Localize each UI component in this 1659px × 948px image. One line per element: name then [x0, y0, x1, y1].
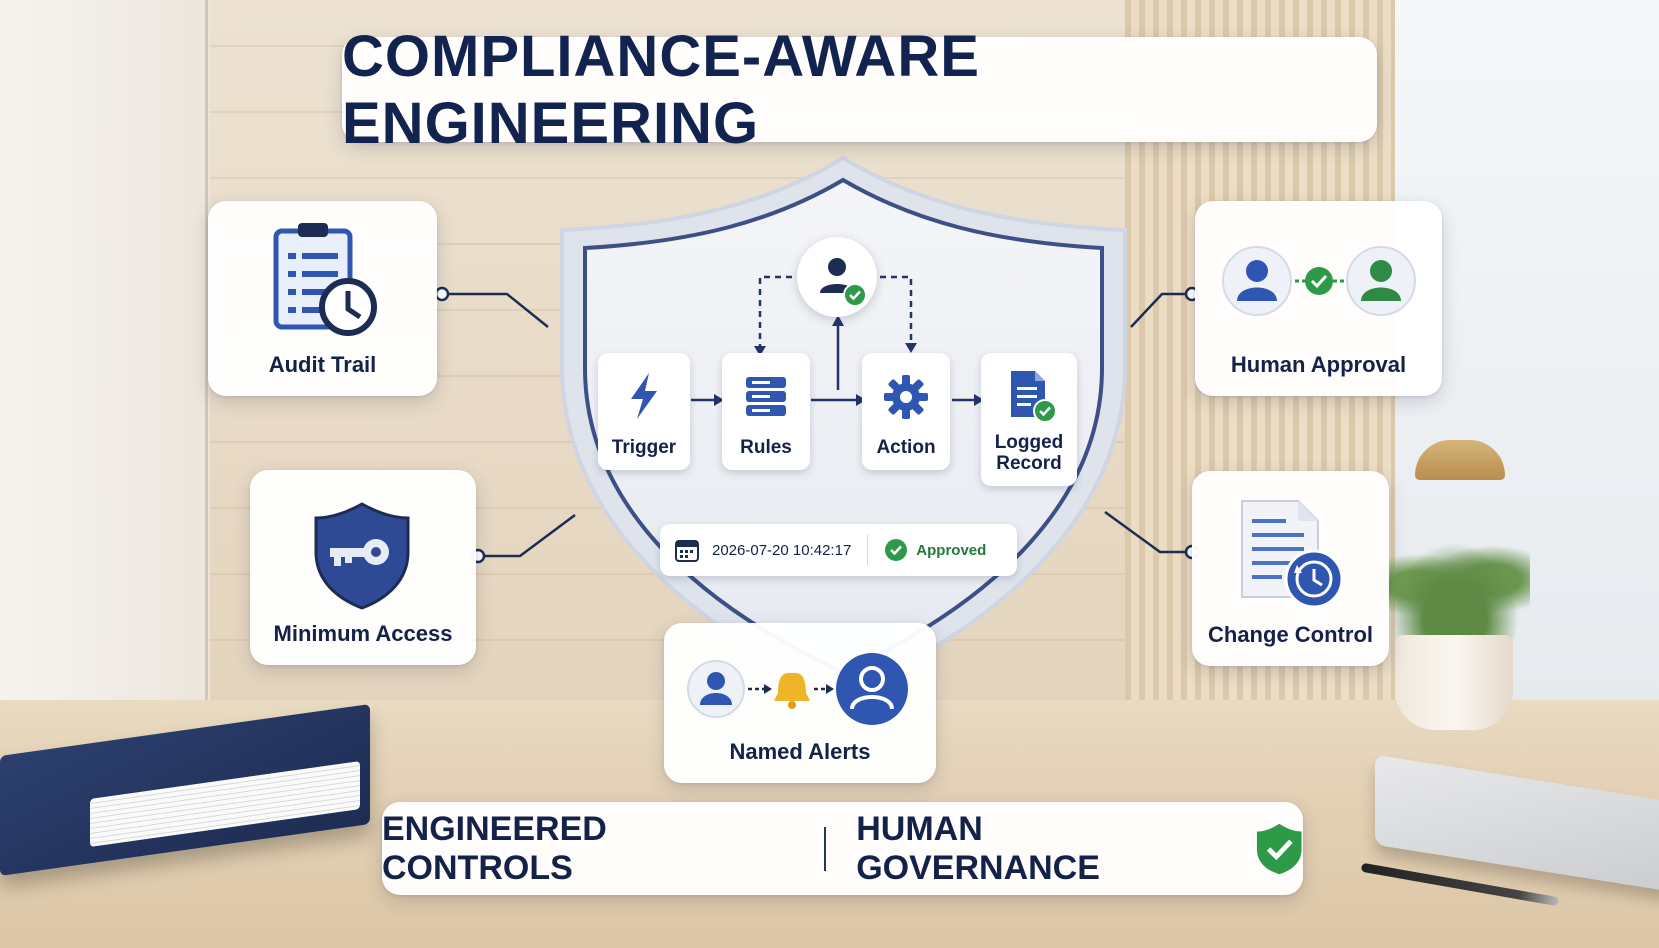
shield-check-icon — [1256, 823, 1302, 874]
approval-flow-icon — [1222, 246, 1416, 316]
bell-icon — [774, 673, 810, 701]
audit-trail-card: Audit Trail — [208, 201, 437, 396]
flow-label-logged-record: Logged Record — [994, 432, 1064, 474]
lightning-icon — [631, 373, 657, 419]
minimum-access-label: Minimum Access — [273, 621, 453, 646]
status-timestamp: 2026-07-20 10:42:17 — [712, 541, 852, 559]
status-bar: 2026-07-20 10:42:17 Approved — [660, 524, 1017, 576]
named-alerts-label: Named Alerts — [729, 739, 871, 764]
status-divider — [867, 535, 869, 565]
gear-icon — [884, 375, 928, 419]
left-wall — [0, 0, 208, 720]
server-rules-icon — [746, 377, 786, 416]
flow-label-rules: Rules — [740, 437, 792, 458]
approver-avatar — [797, 237, 877, 317]
audit-trail-label: Audit Trail — [268, 352, 377, 377]
status-state: Approved — [916, 541, 987, 559]
title-card: COMPLIANCE-AWARE ENGINEERING — [342, 24, 1377, 156]
document-check-icon — [1011, 371, 1057, 423]
footer-banner: ENGINEERED CONTROLS HUMAN GOVERNANCE — [382, 802, 1303, 895]
footer-divider — [824, 826, 827, 871]
check-icon — [843, 283, 867, 307]
calendar-icon — [675, 540, 699, 562]
shield-key-icon — [314, 502, 410, 610]
alert-flow-icon — [687, 653, 908, 725]
human-approval-label: Human Approval — [1230, 352, 1407, 377]
check-icon — [885, 539, 908, 561]
footer-right-text: HUMAN GOVERNANCE — [856, 809, 1100, 887]
plant — [1380, 530, 1530, 640]
flow-node-rules: Rules — [722, 353, 810, 470]
footer-left-text: ENGINEERED CONTROLS — [382, 809, 607, 887]
page-title: COMPLIANCE-AWARE ENGINEERING — [342, 23, 980, 156]
check-icon — [1305, 267, 1333, 295]
clipboard-clock-icon — [273, 223, 377, 336]
named-alerts-card: Named Alerts — [664, 623, 936, 783]
minimum-access-card: Minimum Access — [250, 470, 476, 665]
flow-node-trigger: Trigger — [598, 353, 690, 470]
human-approval-card: Human Approval — [1195, 201, 1442, 396]
flow-node-action: Action — [862, 353, 950, 470]
plant-pot — [1395, 635, 1513, 730]
change-control-card: Change Control — [1192, 471, 1389, 666]
change-control-label: Change Control — [1208, 622, 1373, 647]
desk-lamp — [1415, 440, 1505, 480]
flow-label-action: Action — [876, 437, 936, 458]
flow-node-logged-record: Logged Record — [981, 353, 1077, 486]
document-history-icon — [1241, 500, 1344, 609]
flow-label-trigger: Trigger — [611, 437, 677, 458]
